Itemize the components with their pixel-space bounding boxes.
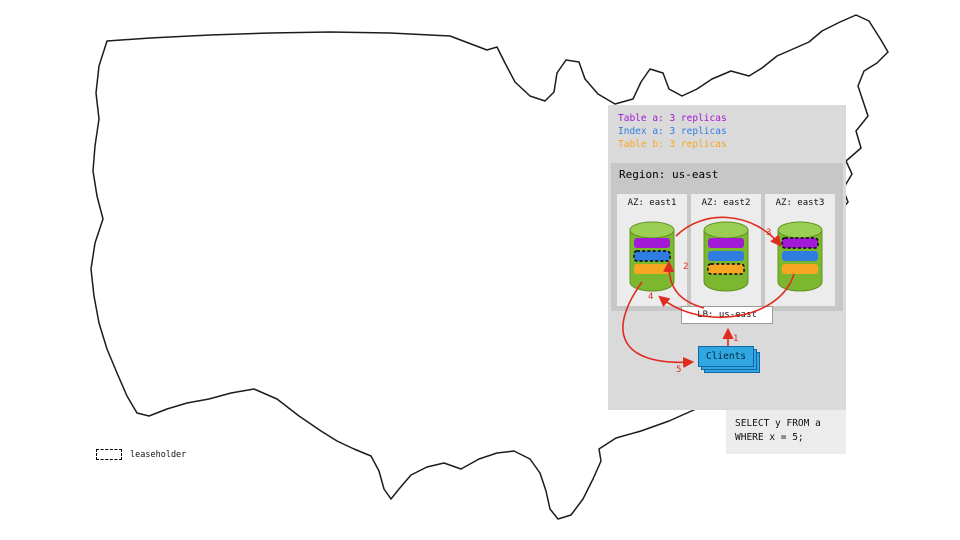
legend-table-a: Table a: 3 replicas [618, 113, 727, 124]
replica-legend: Table a: 3 replicas Index a: 3 replicas … [618, 112, 838, 151]
arrow-step-2: 2 [683, 262, 689, 272]
replica-table-b [707, 263, 745, 275]
leaseholder-key-swatch [96, 449, 122, 460]
replica-index-a [708, 251, 744, 261]
replica-table-b [634, 264, 670, 274]
replica-index-a [633, 250, 671, 262]
arrow-step-1: 1 [733, 334, 739, 344]
az-label-east2: AZ: east2 [701, 198, 751, 208]
replica-table-b [782, 264, 818, 274]
replica-table-a [634, 238, 670, 248]
sql-line-1: SELECT y FROM a [735, 418, 821, 429]
replica-table-a [708, 238, 744, 248]
arrow-step-4: 4 [648, 292, 654, 302]
az-label-east3: AZ: east3 [775, 198, 825, 208]
az-box-east1: AZ: east1 [617, 194, 687, 306]
az-box-east3: AZ: east3 [765, 194, 835, 306]
sql-line-2: WHERE x = 5; [735, 432, 804, 443]
clients-stack: Clients [698, 346, 760, 373]
arrow-step-5: 5 [676, 365, 682, 375]
region-title: Region: us-east [619, 168, 719, 181]
load-balancer-box: LB: us-east [681, 306, 773, 324]
db-cylinder-east1 [629, 221, 675, 292]
legend-index-a: Index a: 3 replicas [618, 126, 727, 137]
az-box-east2: AZ: east2 [691, 194, 761, 306]
arrow-step-3: 3 [766, 228, 772, 238]
az-label-east1: AZ: east1 [627, 198, 677, 208]
db-cylinder-east3 [777, 221, 823, 292]
clients-label: Clients [698, 346, 754, 367]
db-cylinder-east2 [703, 221, 749, 292]
replica-index-a [782, 251, 818, 261]
leaseholder-key-label: leaseholder [130, 450, 187, 460]
replica-table-a [781, 237, 819, 249]
legend-table-b: Table b: 3 replicas [618, 139, 727, 150]
region-box: Region: us-east AZ: east1 AZ: east2 [611, 163, 843, 311]
sql-query-box: SELECT y FROM a WHERE x = 5; [726, 410, 846, 454]
